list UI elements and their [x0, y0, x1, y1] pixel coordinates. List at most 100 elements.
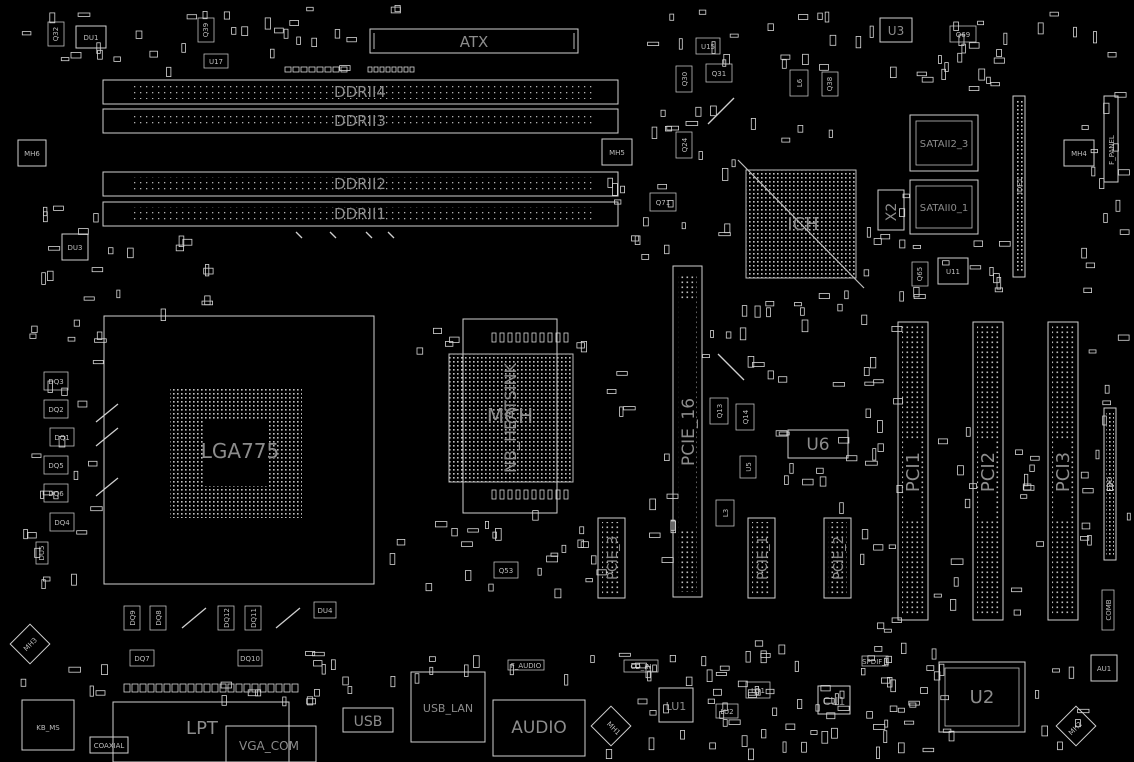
smd-pad [1102, 415, 1107, 426]
smd-pad [1118, 169, 1130, 176]
dq12-label: DQ12 [223, 608, 231, 628]
smd-pad [123, 683, 131, 693]
smd-pad [563, 332, 569, 343]
smd-pad [725, 331, 732, 339]
u5-label: U5 [745, 462, 753, 472]
mch-northbridge: MCH NB_HEATSINK [448, 318, 574, 514]
smd-pad [685, 676, 693, 686]
vga-com-port: VGA_COM [225, 725, 317, 762]
smd-pad [938, 55, 942, 64]
q71-label: Q71 [656, 199, 670, 207]
u11-chip: U11 [937, 257, 969, 285]
smd-pad [968, 86, 980, 92]
smd-pad [870, 356, 877, 369]
smd-pad [819, 64, 829, 71]
smd-pad [342, 676, 349, 686]
mh5-mounting-hole: MH5 [601, 138, 633, 166]
smd-pad [965, 427, 971, 437]
smd-pad [561, 544, 567, 553]
smd-pad [509, 664, 514, 676]
smd-pad [29, 333, 37, 339]
smd-pad [1114, 92, 1127, 98]
smd-pad [555, 489, 561, 500]
smd-pad [837, 303, 843, 312]
smd-pad [885, 655, 892, 663]
smd-pad [778, 644, 786, 655]
ddrii2-label: DDRII2 [334, 175, 386, 193]
smd-pad [831, 727, 838, 739]
smd-pad [741, 735, 748, 747]
dq9-transistor: DQ9 [123, 605, 141, 631]
smd-pad [664, 453, 670, 461]
smd-pad [889, 705, 898, 712]
smd-pad [826, 712, 836, 720]
smd-pad [414, 673, 420, 684]
smd-pad [1090, 148, 1098, 154]
lga775-socket: LGA775 [103, 315, 375, 585]
smd-pad [321, 664, 326, 675]
smd-pad [876, 746, 881, 759]
smd-pad [1030, 455, 1040, 461]
smd-pad [941, 68, 946, 80]
smd-pad [838, 437, 850, 444]
smd-pad [282, 696, 287, 707]
q24-label: Q24 [681, 137, 689, 152]
smd-pad [664, 244, 670, 255]
smd-pad [40, 490, 44, 499]
smd-pad [666, 125, 679, 131]
dq9-label: DQ9 [129, 610, 137, 625]
smd-pad [187, 683, 195, 693]
cd-in-header: CD_IN [623, 659, 659, 673]
q32-label: Q32 [52, 27, 60, 41]
smd-pad [839, 690, 845, 699]
smd-pad [647, 41, 660, 47]
usb-lan-port: USB_LAN [410, 671, 486, 743]
smd-pad [532, 510, 539, 521]
smd-pad [1068, 666, 1075, 679]
dq7-label: DQ7 [134, 655, 149, 663]
l6-inductor: L6 [789, 69, 809, 97]
smd-pad [669, 13, 675, 21]
smd-pad [873, 544, 884, 551]
smd-pad [1049, 11, 1059, 17]
smd-pad [429, 666, 434, 675]
smd-pad [873, 379, 884, 384]
au1-label: AU1 [1097, 665, 1111, 673]
smd-pad [729, 33, 739, 38]
smd-pad [34, 547, 41, 558]
smd-pad [580, 340, 587, 353]
nb-heatsink-label: NB_HEATSINK [501, 363, 521, 473]
smd-pad [465, 570, 472, 581]
mh3-mounting-hole: MH3 [9, 623, 51, 665]
smd-pad [539, 489, 545, 500]
smd-pad [391, 66, 397, 73]
smd-pad [312, 651, 325, 657]
dq8-transistor: DQ8 [149, 605, 167, 631]
smd-pad [747, 355, 755, 368]
smd-pad [43, 576, 51, 582]
smd-pad [612, 183, 618, 196]
u17-chip: U17 [203, 53, 229, 69]
smd-pad [41, 579, 46, 590]
smd-pad [899, 208, 906, 217]
u3-label: U3 [888, 24, 904, 38]
smd-pad [53, 205, 64, 211]
pcie3-slot: PCIE_3 [597, 517, 626, 599]
smd-pad [1106, 483, 1113, 491]
trace-segment [95, 403, 119, 423]
smd-pad [702, 354, 710, 359]
smd-pad [77, 12, 91, 17]
smd-pad [89, 685, 94, 697]
smd-pad [891, 617, 902, 623]
lpt-port: LPT [112, 701, 290, 762]
smd-pad [778, 376, 788, 383]
smd-pad [618, 652, 631, 657]
pcie16-slot: PCIE_16 [672, 265, 703, 598]
q53-label: Q53 [499, 567, 513, 575]
mh1-label: MH1 [605, 720, 622, 737]
mh5-label: MH5 [609, 149, 625, 157]
smd-pad [108, 247, 114, 255]
smd-pad [73, 470, 79, 480]
smd-pad [330, 659, 336, 670]
